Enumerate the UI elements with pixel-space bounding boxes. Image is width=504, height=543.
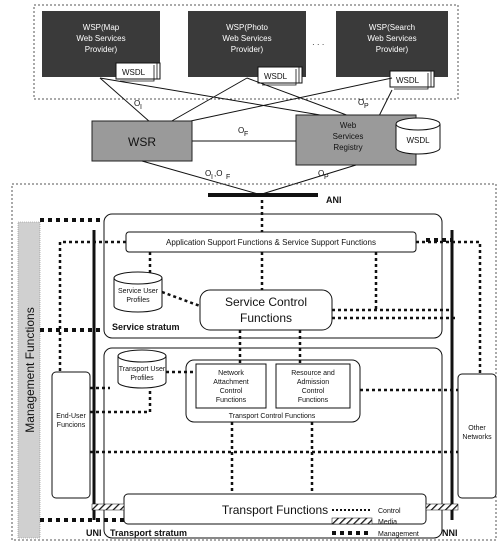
- end-user-line1: End-User: [56, 413, 86, 420]
- service-user-profiles-line2: Profiles: [126, 297, 150, 304]
- edge-label-of-sub: F: [244, 131, 248, 138]
- racf-line1: Resource and: [291, 370, 335, 377]
- app-support-functions-label: Application Support Functions & Service …: [166, 238, 376, 247]
- racf-line4: Functions: [298, 397, 329, 404]
- provider-photo-line1: WSP(Photo: [226, 23, 268, 32]
- service-user-profiles-line1: Service User: [118, 288, 159, 295]
- legend-management-label: Management: [378, 531, 419, 538]
- ngn-container-border: [11, 183, 497, 541]
- wsdl-doc-icon-3: WSDL: [389, 70, 435, 90]
- edge-label-o1o2: O: [205, 169, 211, 178]
- ani-links: [141, 160, 357, 195]
- service-stratum-label: Service stratum: [112, 322, 180, 332]
- provider-search-line2: Web Services: [367, 34, 416, 43]
- edge-label-o1-sub: I: [140, 104, 142, 111]
- nacf-line2: Attachment: [213, 379, 248, 386]
- registry-line2: Services: [333, 132, 364, 141]
- other-networks-box: [457, 373, 497, 499]
- wsr-label: WSR: [128, 135, 156, 149]
- end-user-functions-box: [51, 371, 91, 499]
- transport-user-profiles-line2: Profiles: [130, 375, 154, 382]
- provider-links: [99, 77, 393, 123]
- wsdl-doc-icon-1: WSDL: [115, 62, 161, 82]
- nacf-line4: Functions: [216, 397, 247, 404]
- transport-user-profiles-db: Transport User Profiles: [117, 349, 167, 389]
- uni-label: UNI: [86, 528, 102, 538]
- edge-label-op2: O: [318, 169, 324, 178]
- provider-photo-line2: Web Services: [222, 34, 271, 43]
- edge-label-o1o2-sub2: F: [226, 174, 230, 181]
- registry-wsdl-label: WSDL: [406, 136, 430, 145]
- provider-search: WSP(Search Web Services Provider): [336, 11, 448, 77]
- service-user-profiles-db: Service User Profiles: [113, 271, 163, 313]
- edge-label-of: O: [238, 126, 244, 135]
- other-networks-line1: Other: [468, 425, 486, 432]
- providers-ellipsis: · · ·: [312, 40, 324, 49]
- wsdl-doc-label-1: WSDL: [122, 68, 146, 77]
- registry-line1: Web: [340, 121, 357, 130]
- provider-map-line2: Web Services: [76, 34, 125, 43]
- legend: Control Media Management: [331, 508, 419, 538]
- edge-label-op-sub: P: [364, 103, 369, 110]
- transport-functions-label: Transport Functions: [222, 503, 328, 517]
- other-networks-line2: Networks: [462, 434, 492, 441]
- end-user-line2: Funcions: [57, 422, 86, 429]
- edge-label-o1o2-sub: I: [211, 174, 213, 181]
- provider-map-line1: WSP(Map: [83, 23, 120, 32]
- wsdl-doc-label-3: WSDL: [396, 76, 420, 85]
- nacf-line1: Network: [218, 370, 244, 377]
- racf-box: [275, 363, 351, 409]
- nni-label: NNI: [442, 528, 458, 538]
- edge-label-op2-sub: P: [324, 174, 329, 181]
- media-link-nni: [425, 503, 459, 511]
- wsr-box: WSR: [91, 120, 193, 162]
- legend-control-label: Control: [378, 508, 401, 515]
- management-functions-label: Management Functions: [23, 307, 37, 432]
- edge-label-o1o2-mid: ,O: [214, 169, 222, 178]
- legend-media-label: Media: [378, 519, 397, 526]
- nacf-box: [195, 363, 267, 409]
- wsdl-doc-icon-2: WSDL: [257, 66, 303, 86]
- edge-label-op: O: [358, 98, 364, 107]
- transport-control-label: Transport Control Functions: [229, 413, 316, 420]
- transport-stratum-box: [103, 347, 443, 539]
- racf-line2: Admission: [297, 379, 329, 386]
- management-functions-bar: [17, 221, 41, 539]
- management-flow-lines: [40, 218, 452, 522]
- nacf-line3: Control: [220, 388, 243, 395]
- provider-photo: WSP(Photo Web Services Provider): [188, 11, 306, 77]
- provider-group-border: [33, 4, 459, 100]
- provider-photo-line3: Provider): [231, 45, 264, 54]
- edge-label-o1: O: [134, 99, 140, 108]
- transport-stratum-label: Transport stratum: [110, 528, 187, 538]
- service-stratum-box: [103, 213, 443, 339]
- provider-search-line1: WSP(Search: [369, 23, 415, 32]
- provider-search-line3: Provider): [376, 45, 409, 54]
- transport-user-profiles-line1: Transport User: [119, 366, 166, 373]
- media-link-uni: [91, 503, 125, 511]
- racf-line3: Control: [302, 388, 325, 395]
- legend-media-swatch: [331, 517, 373, 525]
- service-control-line2: Functions: [240, 311, 292, 325]
- wsdl-doc-label-2: WSDL: [264, 72, 288, 81]
- ani-label: ANI: [326, 195, 342, 205]
- registry-line3: Registry: [333, 143, 362, 152]
- provider-map-line3: Provider): [85, 45, 118, 54]
- wsdl-database-icon: WSDL: [395, 117, 441, 155]
- service-control-line1: Service Control: [225, 295, 307, 309]
